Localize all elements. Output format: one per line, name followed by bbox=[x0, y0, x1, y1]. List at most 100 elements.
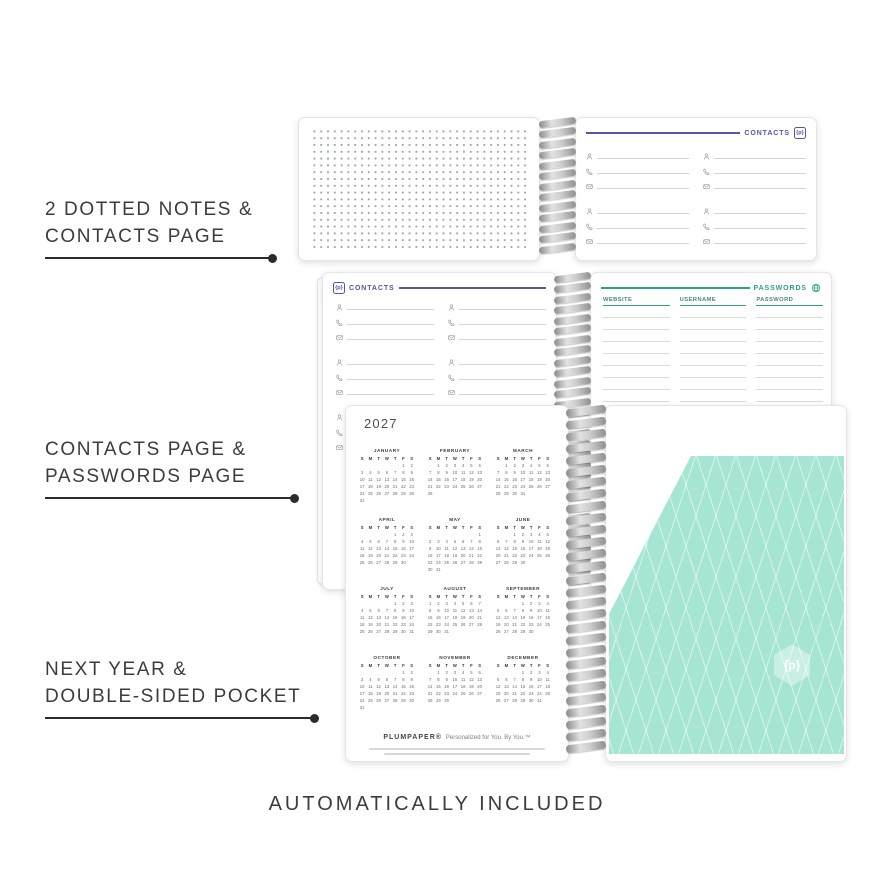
contact-field-row bbox=[703, 163, 806, 175]
day-cell: 10 bbox=[436, 546, 441, 551]
passwords-title: PASSWORDS bbox=[753, 284, 807, 292]
day-cell: 3 bbox=[437, 539, 440, 544]
day-cell bbox=[502, 669, 510, 676]
phone-icon bbox=[336, 319, 343, 326]
day-cell: 28 bbox=[469, 560, 474, 565]
day-cell: 2 bbox=[410, 670, 413, 675]
weekday-letter: W bbox=[452, 594, 457, 599]
weekday-letter: S bbox=[410, 456, 414, 461]
day-cell: 24 bbox=[359, 491, 365, 496]
day-cell: 5 bbox=[546, 532, 549, 537]
day-cell: 19 bbox=[545, 546, 550, 551]
weekday-letter: S bbox=[478, 456, 482, 461]
month-name: JUNE bbox=[515, 517, 531, 523]
callout-contacts-passwords: CONTACTS PAGE & PASSWORDS PAGE bbox=[45, 436, 299, 503]
day-cell: 2 bbox=[529, 601, 533, 606]
weekday-letter: F bbox=[470, 594, 473, 599]
day-cell: 13 bbox=[384, 684, 390, 689]
day-cell: 7 bbox=[393, 470, 397, 475]
day-cell: 14 bbox=[392, 684, 398, 689]
day-cell: 6 bbox=[478, 670, 481, 675]
day-cell: 12 bbox=[545, 539, 550, 544]
double-sided-pocket: {p} bbox=[609, 456, 844, 754]
weekday-letter: S bbox=[360, 525, 364, 530]
entry-line bbox=[459, 379, 546, 380]
spiral-coil bbox=[565, 716, 607, 730]
day-cell: 19 bbox=[469, 684, 474, 689]
contact-entry-slot bbox=[703, 148, 806, 190]
contact-field-row bbox=[703, 203, 806, 215]
day-cell: 8 bbox=[478, 539, 481, 544]
month-name: AUGUST bbox=[443, 586, 467, 592]
day-cell bbox=[358, 669, 366, 676]
day-cell: 23 bbox=[444, 691, 449, 696]
day-cell: 17 bbox=[452, 684, 458, 689]
day-cell: 9 bbox=[529, 608, 533, 613]
day-cell: 19 bbox=[537, 477, 542, 482]
entry-line bbox=[597, 158, 689, 159]
entry-line bbox=[347, 309, 434, 310]
entry-line bbox=[459, 394, 546, 395]
day-cell: 14 bbox=[384, 615, 390, 620]
mail-icon bbox=[336, 335, 343, 340]
entry-line bbox=[347, 339, 434, 340]
entry-line bbox=[597, 188, 689, 189]
weekday-letter: F bbox=[402, 594, 405, 599]
weekday-letter: F bbox=[402, 456, 405, 461]
day-cell: 13 bbox=[504, 684, 509, 689]
day-cell: 13 bbox=[469, 608, 474, 613]
password-row-line bbox=[679, 306, 747, 318]
day-cell: 4 bbox=[461, 463, 465, 468]
weekday-letter: T bbox=[461, 663, 465, 668]
day-cell: 3 bbox=[410, 532, 413, 537]
day-cell: 1 bbox=[521, 670, 525, 675]
day-cell: 12 bbox=[368, 615, 373, 620]
spread-notes-contacts: CONTACTS {p} bbox=[298, 116, 817, 261]
day-cell: 19 bbox=[368, 553, 373, 558]
day-cell: 28 bbox=[512, 698, 517, 703]
contact-field-row bbox=[703, 178, 806, 190]
spiral-coil bbox=[565, 416, 607, 430]
contact-field-row bbox=[448, 354, 546, 366]
day-cell: 10 bbox=[528, 539, 534, 544]
day-cell: 22 bbox=[427, 622, 433, 627]
day-cell: 16 bbox=[401, 546, 406, 551]
month-name: FEBRUARY bbox=[439, 448, 471, 454]
day-cell: 21 bbox=[384, 622, 390, 627]
day-cell: 4 bbox=[369, 677, 372, 682]
day-cell: 23 bbox=[444, 484, 449, 489]
year-title: 2027 bbox=[364, 416, 398, 431]
day-cell: 6 bbox=[385, 677, 389, 682]
day-cell bbox=[494, 462, 502, 469]
day-cell: 29 bbox=[392, 560, 398, 565]
day-cell: 28 bbox=[512, 629, 517, 634]
weekday-letter: T bbox=[393, 663, 397, 668]
day-cell: 4 bbox=[360, 539, 364, 544]
day-cell: 26 bbox=[368, 629, 373, 634]
day-cell bbox=[451, 531, 459, 538]
day-cell: 25 bbox=[460, 484, 466, 489]
day-cell: 14 bbox=[384, 546, 390, 551]
entry-line bbox=[459, 339, 546, 340]
spiral-binding bbox=[565, 403, 607, 762]
contact-entries bbox=[586, 148, 806, 245]
day-cell: 10 bbox=[409, 608, 414, 613]
weekday-letter: M bbox=[504, 525, 509, 530]
weekday-letter: S bbox=[428, 594, 432, 599]
day-cell: 16 bbox=[401, 615, 406, 620]
day-cell: 15 bbox=[401, 477, 406, 482]
day-cell: 5 bbox=[470, 463, 473, 468]
day-cell: 2 bbox=[445, 463, 448, 468]
day-cell bbox=[366, 531, 374, 538]
header-rule bbox=[398, 287, 546, 289]
password-row-line bbox=[756, 390, 824, 402]
spiral-coil bbox=[565, 536, 607, 550]
day-cell: 23 bbox=[528, 622, 534, 627]
weekday-letter: F bbox=[402, 525, 405, 530]
weekday-letter: S bbox=[428, 456, 432, 461]
day-cell: 9 bbox=[402, 608, 405, 613]
